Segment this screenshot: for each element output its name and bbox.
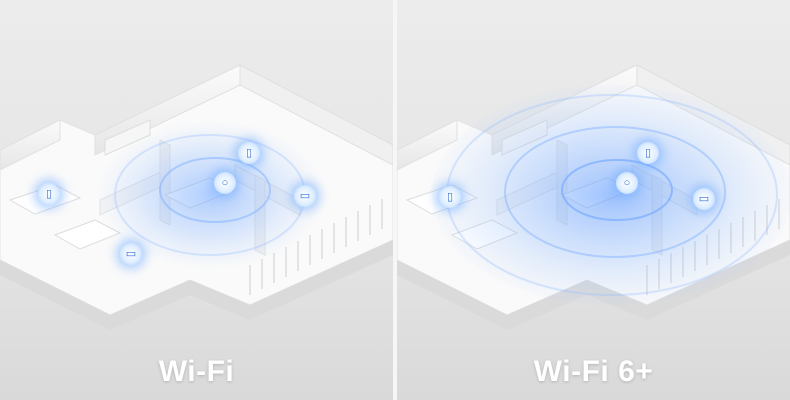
tablet-icon: ▯ (637, 142, 659, 164)
laptop-icon: ▭ (294, 185, 316, 207)
floorplan-wifi (0, 64, 393, 330)
coverage-area (432, 85, 790, 305)
slab-edge (0, 240, 393, 330)
laptop-icon: ▭ (693, 188, 715, 210)
wall-back-right (239, 64, 393, 166)
coverage-ring-2 (504, 126, 726, 258)
caption-wifi6plus: Wi-Fi 6+ (533, 355, 654, 388)
balcony-railing (249, 199, 383, 295)
coverage-ring-inner (159, 157, 271, 223)
caption-wifi: Wi-Fi (158, 355, 235, 388)
phone-icon: ▯ (38, 183, 60, 205)
coverage-area (95, 120, 325, 270)
panel-wifi: ○ ▯ ▯ ▭ ▭ Wi-Fi (0, 0, 393, 400)
laptop-icon: ▭ (120, 243, 142, 265)
coverage-ring-1 (561, 159, 673, 221)
router-icon: ○ (214, 172, 236, 194)
tablet-icon: ▯ (238, 142, 260, 164)
panel-divider (393, 0, 397, 400)
phone-icon: ▯ (439, 186, 461, 208)
wall-back-left (0, 119, 61, 171)
router-icon: ○ (616, 172, 638, 194)
panel-wifi6plus: ○ ▯ ▯ ▭ Wi-Fi 6+ (397, 0, 790, 400)
floorplan-wifi6plus (397, 64, 790, 330)
